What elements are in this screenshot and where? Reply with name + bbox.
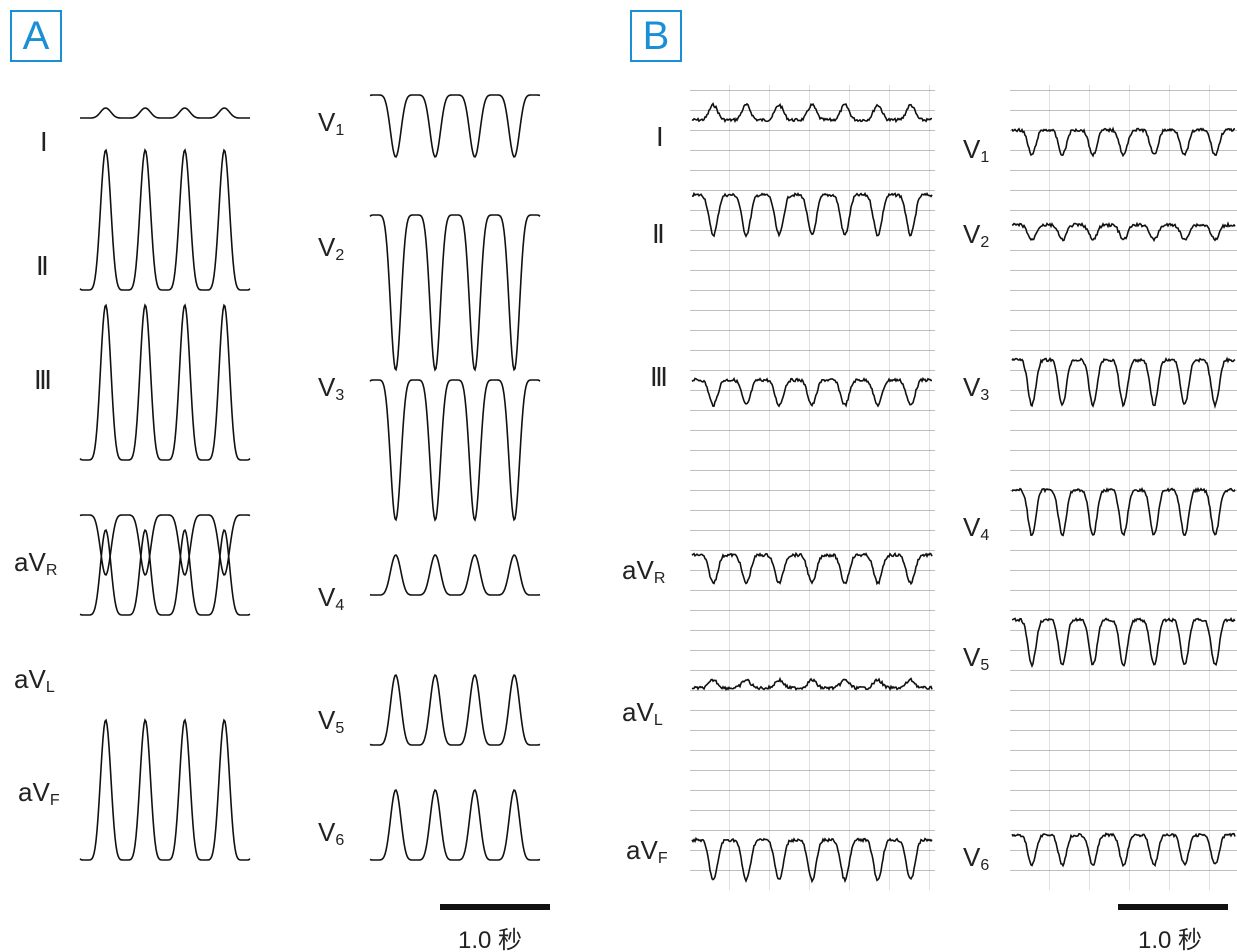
ecg-trace — [369, 379, 541, 522]
lead-name: Ⅲ — [34, 366, 52, 395]
ecg-trace — [79, 718, 251, 861]
panel-b-chest-grid — [1010, 85, 1237, 890]
lead-name: aV — [14, 664, 46, 694]
panel-a-scale-text: 1.0 秒 — [458, 927, 523, 952]
lead-name: aV — [626, 835, 658, 865]
lead-subscript: 6 — [335, 832, 345, 849]
lead-label: aVF — [18, 778, 60, 815]
lead-subscript: 2 — [980, 234, 990, 251]
lead-subscript: 4 — [980, 527, 990, 544]
lead-label: V1 — [318, 108, 344, 145]
lead-label: aVF — [626, 836, 668, 873]
lead-label: Ⅱ — [36, 252, 49, 289]
ecg-trace — [369, 554, 541, 596]
lead-label: V3 — [963, 373, 989, 410]
lead-name: aV — [18, 777, 50, 807]
ecg-trace — [691, 836, 933, 884]
lead-label: V4 — [963, 513, 989, 550]
lead-label: Ⅰ — [40, 128, 48, 165]
ecg-trace — [1011, 221, 1236, 243]
lead-name: aV — [14, 547, 46, 577]
lead-name: V — [963, 219, 981, 249]
lead-name: V — [318, 372, 336, 402]
lead-subscript: 5 — [335, 720, 345, 737]
panel-b-label: B — [630, 10, 682, 62]
lead-label: V6 — [318, 818, 344, 855]
lead-subscript: R — [653, 570, 666, 587]
lead-label: Ⅱ — [652, 220, 665, 257]
ecg-trace — [1011, 126, 1236, 158]
ecg-trace — [1011, 486, 1236, 537]
lead-label: V2 — [318, 233, 344, 270]
lead-label: V5 — [963, 643, 989, 680]
ecg-trace — [79, 107, 251, 119]
lead-subscript: 5 — [980, 657, 990, 674]
lead-name: Ⅱ — [36, 252, 49, 281]
lead-name: V — [318, 232, 336, 262]
panel-a-scale-bar — [440, 904, 550, 910]
lead-name: V — [318, 582, 336, 612]
ecg-trace — [691, 191, 933, 239]
lead-subscript: F — [657, 850, 668, 867]
lead-label: Ⅰ — [656, 123, 664, 160]
lead-subscript: L — [45, 679, 55, 696]
lead-label: aVR — [622, 556, 665, 593]
lead-label: Ⅲ — [650, 363, 668, 400]
lead-label: V1 — [963, 135, 989, 172]
lead-subscript: 1 — [980, 149, 990, 166]
lead-subscript: 3 — [335, 387, 345, 404]
lead-label: aVL — [14, 665, 55, 702]
ecg-trace — [691, 676, 933, 692]
ecg-trace — [1011, 616, 1236, 669]
lead-name: V — [318, 705, 336, 735]
ecg-trace — [369, 94, 541, 159]
lead-label: V4 — [318, 583, 344, 620]
lead-name: V — [318, 107, 336, 137]
ecg-trace — [1011, 832, 1236, 868]
ecg-trace — [79, 148, 251, 291]
lead-subscript: 6 — [980, 857, 990, 874]
lead-subscript: 2 — [335, 247, 345, 264]
ecg-trace — [369, 214, 541, 372]
ecg-trace — [79, 303, 251, 461]
lead-label: V6 — [963, 843, 989, 880]
lead-name: V — [963, 842, 981, 872]
lead-name: Ⅱ — [652, 220, 665, 249]
lead-name: Ⅲ — [650, 363, 668, 392]
ecg-trace — [1011, 356, 1236, 410]
lead-subscript: F — [49, 792, 60, 809]
lead-subscript: 3 — [980, 387, 990, 404]
ecg-trace — [369, 788, 541, 861]
lead-label: Ⅲ — [34, 366, 52, 403]
lead-label: V3 — [318, 373, 344, 410]
lead-label: V2 — [963, 220, 989, 257]
ecg-trace — [691, 102, 933, 124]
panel-b-limb-grid — [690, 85, 935, 890]
ecg-trace — [79, 528, 251, 616]
panel-b-scale-text: 1.0 秒 — [1138, 927, 1203, 952]
lead-name: V — [963, 642, 981, 672]
ecg-trace — [691, 551, 933, 586]
panel-b-scale-bar — [1118, 904, 1228, 910]
lead-name: aV — [622, 697, 654, 727]
lead-label: aVR — [14, 548, 57, 585]
lead-name: Ⅰ — [40, 128, 48, 157]
lead-name: V — [963, 512, 981, 542]
lead-subscript: R — [45, 562, 58, 579]
lead-name: V — [963, 372, 981, 402]
lead-name: Ⅰ — [656, 123, 664, 152]
panel-a-label: A — [10, 10, 62, 62]
lead-subscript: 4 — [335, 597, 345, 614]
ecg-trace — [369, 673, 541, 746]
lead-name: V — [318, 817, 336, 847]
lead-label: aVL — [622, 698, 663, 735]
lead-name: aV — [622, 555, 654, 585]
ecg-trace — [691, 376, 932, 408]
lead-subscript: L — [653, 712, 663, 729]
lead-label: V5 — [318, 706, 344, 743]
ecg-trace — [79, 514, 251, 576]
lead-subscript: 1 — [335, 122, 345, 139]
lead-name: V — [963, 134, 981, 164]
